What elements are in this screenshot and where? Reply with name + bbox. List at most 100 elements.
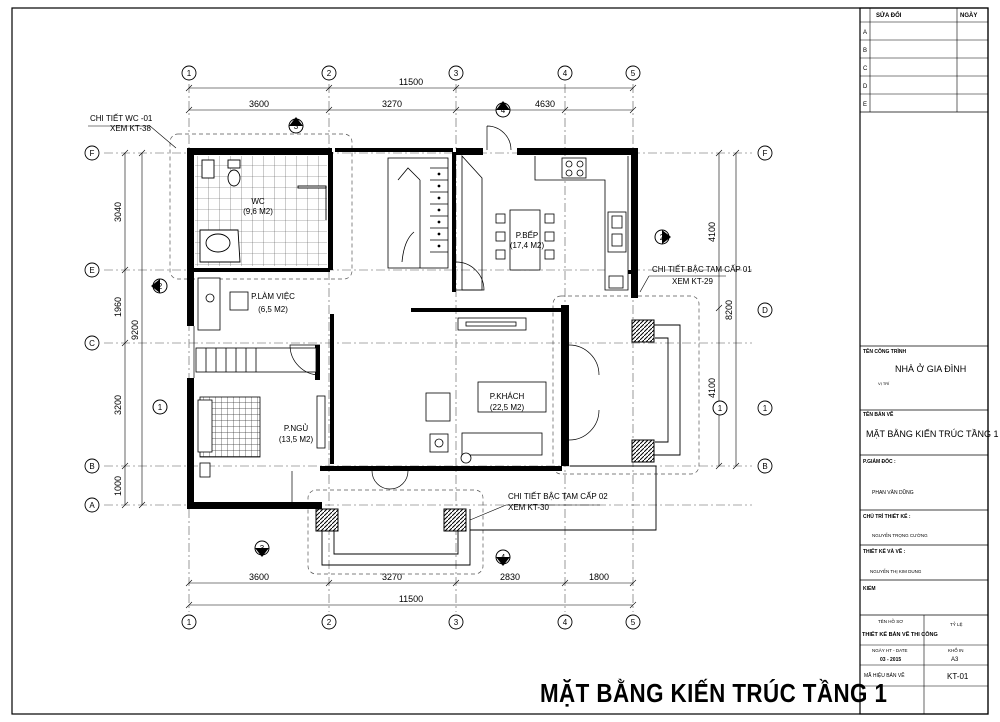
designer-name: NGUYỄN THỊ KIM DUNG (870, 569, 922, 574)
date-label: NGÀY HT - DATE (872, 648, 908, 653)
svg-text:3270: 3270 (382, 572, 402, 582)
section-mark-4-top (495, 101, 511, 118)
lead-name: NGUYỄN TRỌNG CƯỜNG (872, 533, 928, 538)
axis-mark-right (712, 400, 728, 416)
date-value: 03 - 2015 (880, 657, 902, 663)
study-furniture (195, 277, 317, 373)
columns (315, 319, 655, 532)
svg-text:CHI TIẾT BẬC TAM CẤP 01: CHI TIẾT BẬC TAM CẤP 01 (652, 264, 752, 274)
room-khach-name: P.KHÁCH (490, 392, 525, 401)
svg-text:1: 1 (187, 618, 192, 627)
kitchen-furniture (461, 154, 629, 291)
location-label: VỊ TRÍ (878, 381, 890, 386)
wc-fixtures (199, 159, 327, 263)
drawing-name: MẶT BẰNG KIẾN TRÚC TẦNG 1 (866, 429, 999, 439)
svg-text:3040: 3040 (113, 202, 123, 222)
title-block (859, 7, 989, 715)
svg-text:B: B (863, 48, 867, 54)
svg-text:A: A (863, 30, 867, 36)
room-wc-name: WC (251, 197, 265, 206)
room-wc-area: (9,6 M2) (243, 207, 273, 216)
svg-text:1000: 1000 (113, 476, 123, 496)
section-mark-labels: 3 4 2 2 3 4 1 1 (158, 106, 723, 562)
sheet-code: KT-01 (947, 672, 969, 681)
room-khach-area: (22,5 M2) (490, 403, 525, 412)
room-labels: WC (9,6 M2) P.BẾP (17,4 M2) P.LÀM VIỆC (… (243, 197, 544, 444)
svg-text:2: 2 (660, 233, 665, 242)
drawing-title: MẶT BẰNG KIẾN TRÚC TẦNG 1 (540, 678, 888, 708)
staircase (387, 157, 449, 269)
svg-text:XEM KT-38: XEM KT-38 (110, 124, 151, 133)
doors (193, 125, 600, 502)
director-name: PHAN VĂN DŨNG (872, 490, 914, 496)
svg-text:11500: 11500 (399, 594, 423, 604)
file-name: THIẾT KẾ BẢN VẼ THI CÔNG (862, 632, 938, 638)
svg-text:4: 4 (501, 106, 506, 115)
svg-text:A: A (89, 501, 95, 510)
dimension-texts: 11500 3600 3270 4630 3600 3270 2830 1800… (113, 77, 734, 604)
svg-text:2: 2 (327, 618, 332, 627)
svg-text:XEM KT-29: XEM KT-29 (672, 277, 713, 286)
director-label: P.GIÁM ĐỐC : (863, 459, 896, 465)
svg-text:4: 4 (563, 69, 568, 78)
svg-text:3: 3 (454, 618, 459, 627)
lead-label: CHỦ TRÌ THIẾT KẾ : (863, 514, 911, 520)
svg-text:B: B (762, 462, 767, 471)
svg-text:1: 1 (158, 403, 163, 412)
drawing-label: TÊN BẢN VẼ (863, 412, 894, 418)
svg-text:B: B (89, 462, 94, 471)
stair-arrow-dots (437, 172, 441, 248)
svg-text:D: D (762, 306, 768, 315)
section-mark-3-top (288, 117, 304, 134)
svg-text:3: 3 (454, 69, 459, 78)
svg-text:F: F (763, 149, 768, 158)
sheet-label: MÃ HIỆU BẢN VẼ (864, 673, 905, 679)
svg-text:1960: 1960 (113, 297, 123, 317)
svg-text:SỬA ĐỔI: SỬA ĐỔI (876, 12, 902, 19)
svg-text:CHI TIẾT WC -01: CHI TIẾT WC -01 (90, 113, 153, 123)
svg-text:C: C (863, 66, 868, 72)
section-mark-3-bottom (254, 540, 270, 557)
revision-table: SỬA ĐỔI NGÀY A B C D E (863, 12, 977, 108)
size-value: A3 (951, 657, 959, 663)
section-marks (151, 101, 728, 566)
svg-text:8200: 8200 (724, 300, 734, 320)
size-label: KHỔ IN (948, 648, 964, 653)
project-label: TÊN CÔNG TRÌNH (863, 349, 907, 355)
axis-mark-left (152, 399, 168, 415)
room-bep-name: P.BẾP (516, 230, 539, 240)
room-ngu-area: (13,5 M2) (279, 435, 314, 444)
file-label: TÊN HỒ SƠ (878, 619, 904, 624)
section-mark-2-left (151, 278, 168, 294)
svg-text:3270: 3270 (382, 99, 402, 109)
detail-callouts (169, 133, 700, 575)
svg-text:4100: 4100 (707, 378, 717, 398)
svg-text:9200: 9200 (130, 320, 140, 340)
room-lamviec-name: P.LÀM VIỆC (251, 292, 295, 301)
svg-text:1: 1 (187, 69, 192, 78)
svg-text:XEM KT-30: XEM KT-30 (508, 503, 549, 512)
grid-bubbles (84, 65, 773, 630)
room-bep-area: (17,4 M2) (510, 241, 545, 250)
room-ngu-name: P.NGỦ (284, 424, 309, 433)
svg-text:3200: 3200 (113, 395, 123, 415)
section-mark-2-right (654, 229, 671, 245)
project-name: NHÀ Ở GIA ĐÌNH (895, 364, 967, 374)
svg-text:3: 3 (294, 122, 299, 131)
svg-text:1: 1 (718, 404, 723, 413)
svg-text:4630: 4630 (535, 99, 555, 109)
svg-text:NGÀY: NGÀY (960, 12, 977, 19)
designer-label: THIẾT KẾ VÀ VẼ : (863, 549, 906, 555)
svg-text:4100: 4100 (707, 222, 717, 242)
section-mark-4-bottom (495, 549, 511, 566)
svg-text:3600: 3600 (249, 572, 269, 582)
detail-notes: CHI TIẾT WC -01 XEM KT-38 CHI TIẾT BẬC T… (90, 113, 752, 512)
svg-text:C: C (89, 339, 95, 348)
svg-text:E: E (89, 266, 94, 275)
svg-text:4: 4 (563, 618, 568, 627)
check-label: KIỂM (863, 586, 876, 592)
svg-text:2: 2 (327, 69, 332, 78)
scale-label: TỶ LỆ (950, 622, 963, 627)
dimension-lines (121, 84, 740, 609)
